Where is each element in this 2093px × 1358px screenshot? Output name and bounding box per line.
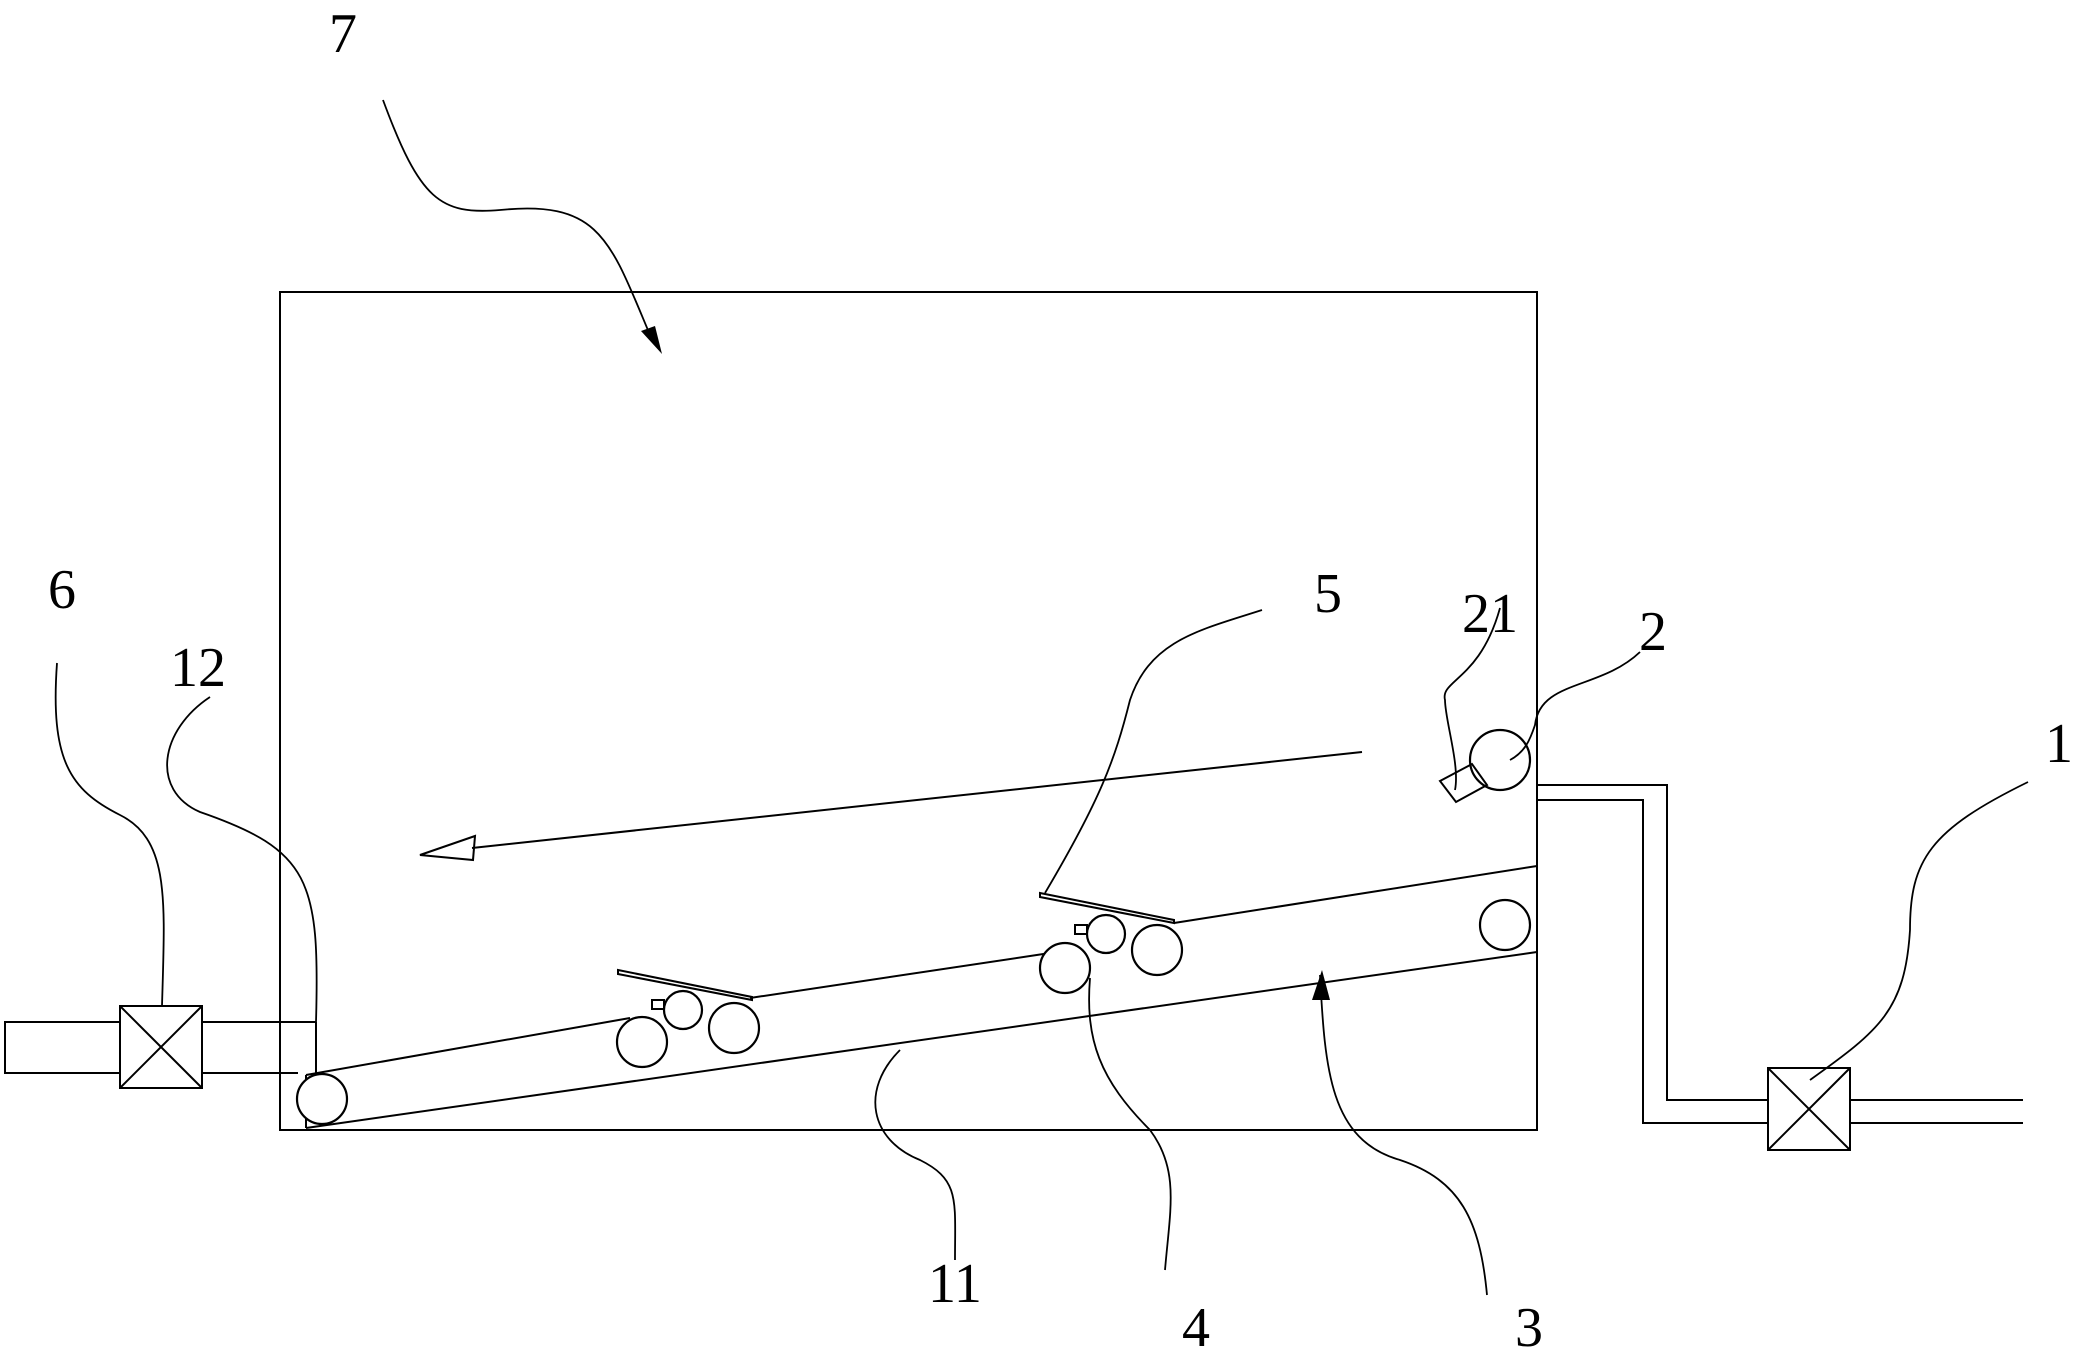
label-6: 6 — [48, 559, 76, 621]
label-2: 2 — [1639, 601, 1667, 663]
label-4: 4 — [1182, 1297, 1210, 1358]
roller-assembly-upper — [1038, 891, 1184, 995]
label-21: 21 — [1462, 583, 1518, 645]
inlet-pipe — [1537, 784, 2023, 1124]
belt-end-roller-right — [1478, 898, 1532, 952]
leader-lines — [54, 99, 2029, 1296]
label-11: 11 — [928, 1253, 982, 1315]
conveyor-belt — [295, 865, 1538, 1129]
label-7: 7 — [329, 3, 357, 65]
label-5: 5 — [1314, 563, 1342, 625]
spray-nozzle — [1438, 728, 1532, 804]
label-3: 3 — [1515, 1297, 1543, 1358]
label-12: 12 — [170, 637, 226, 699]
outlet-valve — [119, 1005, 203, 1089]
flow-arrow — [419, 751, 1363, 862]
tank-housing — [279, 291, 1538, 1131]
outlet-pipe — [4, 1021, 317, 1075]
roller-assembly-lower — [615, 968, 761, 1069]
belt-end-roller-left — [295, 1072, 349, 1126]
inlet-valve — [1767, 1067, 1851, 1151]
label-1: 1 — [2045, 713, 2073, 775]
